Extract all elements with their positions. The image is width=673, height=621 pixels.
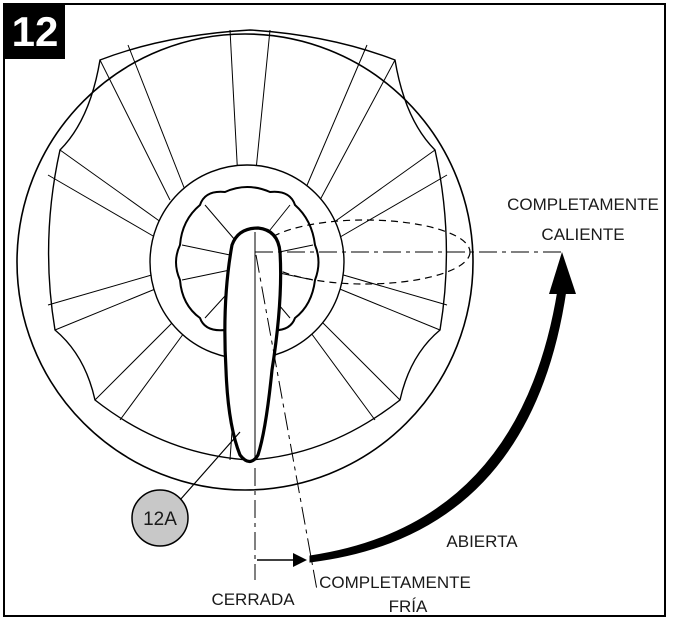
cold-label-line2: FRÍA	[389, 597, 428, 616]
lever-handle	[223, 226, 283, 464]
step-number-badge: 12	[5, 5, 65, 59]
callout-leader	[179, 431, 241, 501]
callout-circle	[131, 489, 189, 547]
hot-label-line1: COMPLETAMENTE	[507, 195, 659, 214]
hot-label-line2: CALIENTE	[541, 225, 624, 244]
cold-label-line1: COMPLETAMENTE	[319, 573, 471, 592]
open-label: ABIERTA	[446, 532, 518, 551]
rotation-arrow-head	[549, 252, 576, 294]
callout-label: 12A	[143, 509, 177, 530]
closed-label: CERRADA	[211, 590, 295, 609]
radial-fins	[47, 29, 448, 461]
escutcheon-plate	[16, 33, 474, 491]
cold-centerline	[255, 254, 318, 591]
